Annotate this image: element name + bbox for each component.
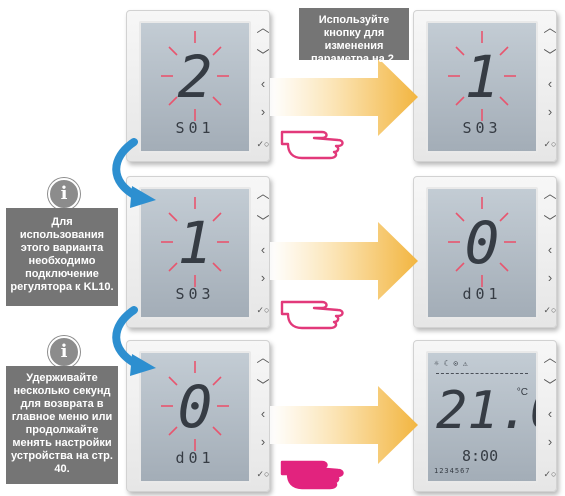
thermostat-device-home: ☼ ☾ ⊙ ⚠ 21.0 °C 8:00 1234567 ︿ ﹀ ‹ › ✓○ (413, 340, 557, 492)
thermostat-device: 1 S03 ︿ ﹀ ‹ › ✓○ (126, 176, 270, 328)
schedule-bar (436, 373, 528, 377)
right-button[interactable]: › (547, 104, 553, 119)
ok-button[interactable]: ✓○ (543, 305, 557, 315)
parameter-value: 1 (464, 43, 500, 111)
lcd-screen: 1 S03 (139, 187, 251, 319)
blink-rays (448, 31, 516, 121)
lcd-screen: 1 S03 (426, 21, 538, 153)
right-button[interactable]: › (547, 270, 553, 285)
down-button[interactable]: ﹀ (543, 214, 557, 229)
down-button[interactable]: ﹀ (543, 48, 557, 63)
clock-readout: 8:00 (462, 447, 499, 465)
parameter-value: 2 (177, 43, 213, 111)
down-button[interactable]: ﹀ (543, 378, 557, 393)
thermostat-device: 0 d01 ︿ ﹀ ‹ › ✓○ (413, 176, 557, 328)
right-arrow-icon (270, 58, 418, 136)
right-arrow-icon (270, 386, 418, 464)
left-button[interactable]: ‹ (547, 242, 553, 257)
curved-arrow-icon (112, 138, 156, 208)
temperature-unit: °C (516, 387, 528, 398)
thermostat-device: 1 S03 ︿ ﹀ ‹ › ✓○ (413, 10, 557, 162)
up-button[interactable]: ︿ (543, 350, 557, 365)
lcd-screen: 0 d01 (139, 351, 251, 483)
status-icons: ☼ ☾ ⊙ ⚠ (434, 359, 468, 368)
parameter-code: S03 (462, 119, 502, 137)
temperature-readout: 21.0 (436, 381, 536, 441)
right-button[interactable]: › (260, 270, 266, 285)
instruction-callout-bottom: Удерживайте несколько секунд для возврат… (6, 366, 118, 484)
pointing-hand-icon (280, 130, 344, 160)
right-button[interactable]: › (260, 434, 266, 449)
up-button[interactable]: ︿ (256, 350, 270, 365)
curved-arrow-icon (112, 306, 156, 376)
pointing-hand-icon (280, 300, 344, 330)
thermostat-device: 2 S01 ︿ ﹀ ‹ › ✓○ (126, 10, 270, 162)
right-button[interactable]: › (547, 434, 553, 449)
up-button[interactable]: ︿ (543, 20, 557, 35)
ok-button[interactable]: ✓○ (256, 139, 270, 149)
down-button[interactable]: ﹀ (256, 48, 270, 63)
instruction-callout-middle: Для использования этого варианта необход… (6, 208, 118, 306)
lcd-screen: 2 S01 (139, 21, 251, 153)
ok-button[interactable]: ✓○ (543, 469, 557, 479)
thermostat-device: 0 d01 ︿ ﹀ ‹ › ✓○ (126, 340, 270, 492)
lcd-screen: 0 d01 (426, 187, 538, 319)
parameter-code: S01 (175, 119, 215, 137)
right-arrow-icon (270, 222, 418, 300)
lcd-home-screen: ☼ ☾ ⊙ ⚠ 21.0 °C 8:00 1234567 (426, 351, 538, 483)
parameter-code: S03 (175, 285, 215, 303)
ok-button[interactable]: ✓○ (543, 139, 557, 149)
info-icon: i (48, 336, 80, 368)
left-button[interactable]: ‹ (260, 76, 266, 91)
up-button[interactable]: ︿ (256, 186, 270, 201)
up-button[interactable]: ︿ (543, 186, 557, 201)
left-button[interactable]: ‹ (260, 242, 266, 257)
ok-button[interactable]: ✓○ (256, 305, 270, 315)
parameter-value: 0 (177, 373, 213, 441)
down-button[interactable]: ﹀ (256, 378, 270, 393)
pointing-hand-icon (280, 460, 344, 490)
right-button[interactable]: › (260, 104, 266, 119)
parameter-code: d01 (175, 449, 215, 467)
weekday-indicator: 1234567 (434, 467, 471, 475)
left-button[interactable]: ‹ (547, 76, 553, 91)
blink-rays (161, 361, 229, 451)
parameter-value: 1 (177, 209, 213, 277)
blink-rays (161, 31, 229, 121)
left-button[interactable]: ‹ (547, 406, 553, 421)
left-button[interactable]: ‹ (260, 406, 266, 421)
up-button[interactable]: ︿ (256, 20, 270, 35)
instruction-callout-top: Используйте кнопку для изменения парамет… (299, 8, 409, 65)
parameter-value: 0 (464, 209, 500, 277)
blink-rays (161, 197, 229, 287)
ok-button[interactable]: ✓○ (256, 469, 270, 479)
blink-rays (448, 197, 516, 287)
info-icon: i (48, 178, 80, 210)
parameter-code: d01 (462, 285, 502, 303)
down-button[interactable]: ﹀ (256, 214, 270, 229)
